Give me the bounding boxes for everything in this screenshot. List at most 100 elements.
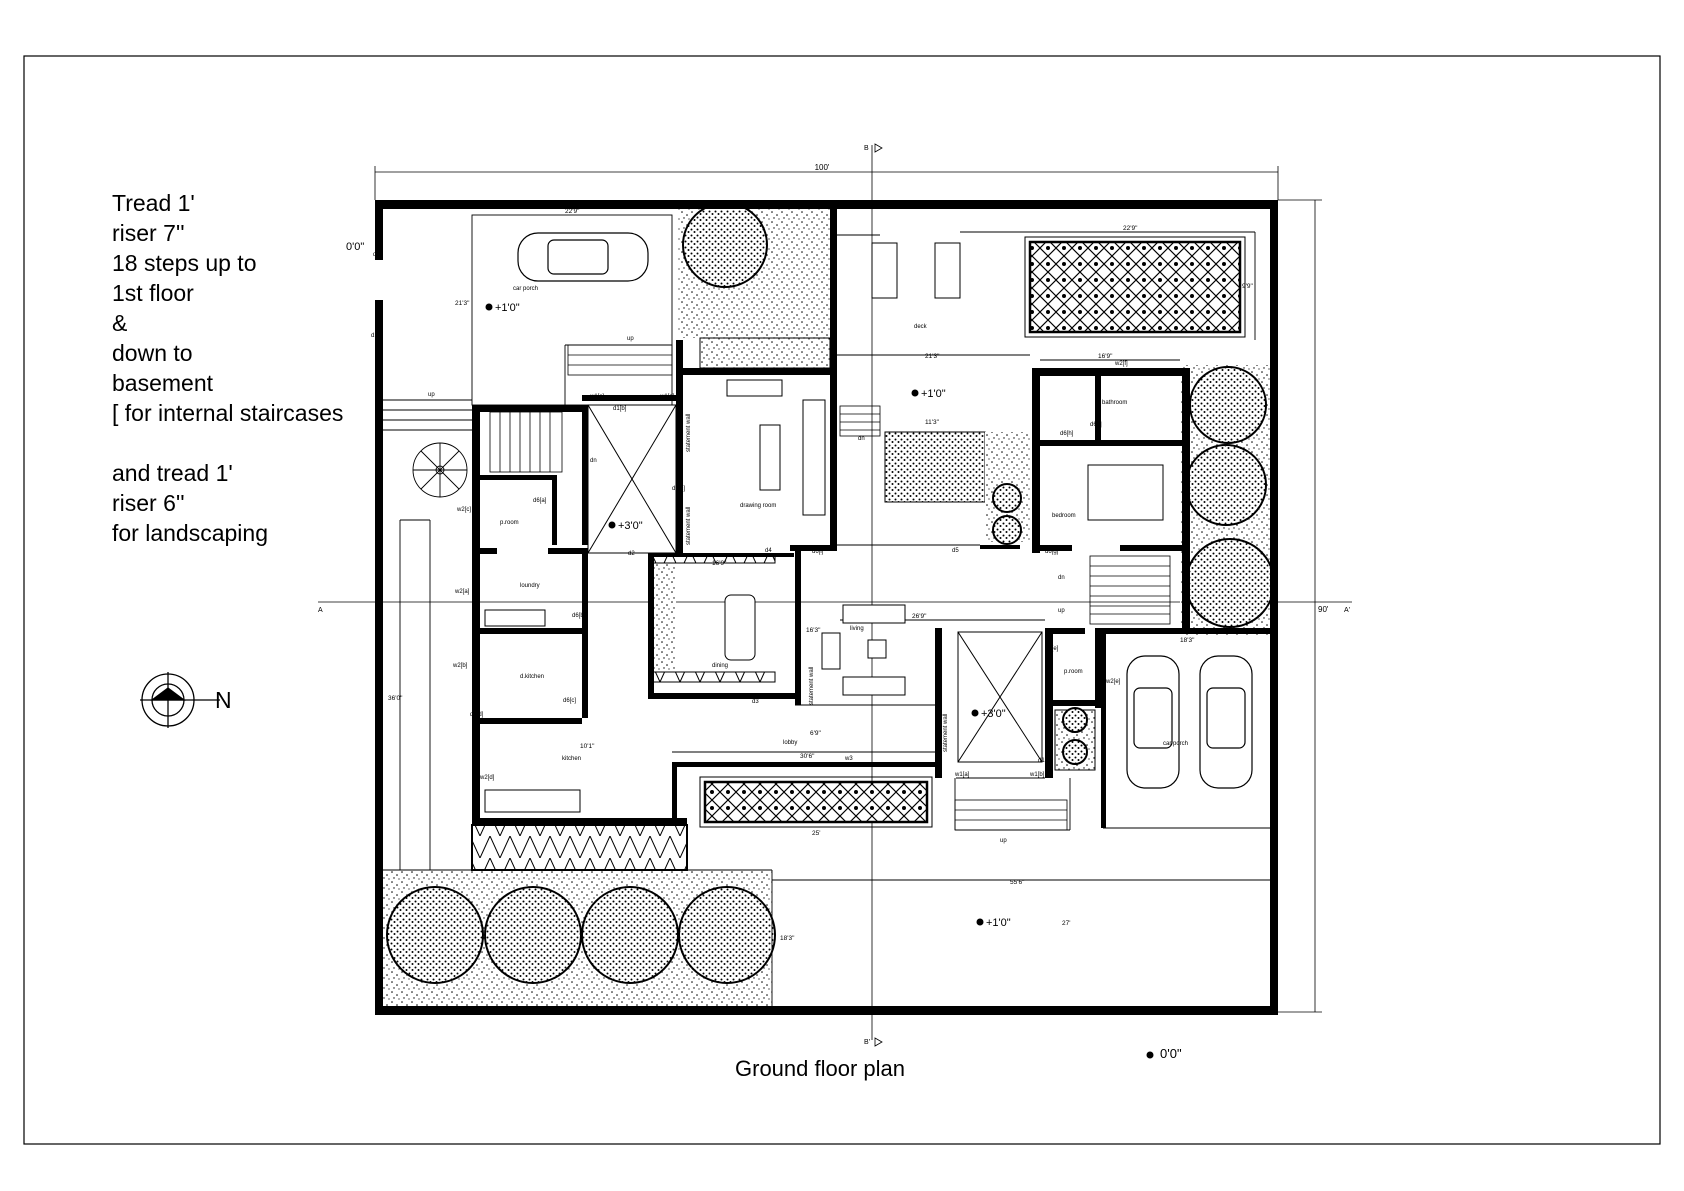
bed xyxy=(1087,464,1164,521)
tag-statement-wall: statement wall xyxy=(809,667,815,705)
stair-notes: Tread 1' riser 7'' 18 steps up to 1st fl… xyxy=(112,188,372,548)
dim-pond-w: 25' xyxy=(812,830,820,837)
tree-icon xyxy=(581,886,679,984)
dining-planter-bottom xyxy=(649,671,776,683)
lounger xyxy=(871,242,898,299)
room-powder-left: p.room xyxy=(500,520,519,526)
dim-overall-width: 100' xyxy=(815,163,830,172)
tag-labels: up up up up dn dn dn d1[a] d1[b] d1[c] d… xyxy=(371,252,1212,1014)
dining-table xyxy=(724,594,756,661)
tree-icon xyxy=(1189,366,1267,444)
level-markers xyxy=(485,303,1154,1059)
note-line: & xyxy=(112,310,128,336)
dim-court-w: 11'3" xyxy=(925,419,940,426)
overall-dimension-lines xyxy=(374,166,1322,1013)
note-line: 1st floor xyxy=(112,280,194,306)
shrub-icon xyxy=(1062,707,1088,733)
room-car-porch-top: car porch xyxy=(513,286,538,292)
level-marker-icon xyxy=(911,389,919,397)
dim-deck-w: 21'3" xyxy=(925,353,940,360)
sofa-drawing-top xyxy=(726,379,783,397)
dim-yard-w: 55'6" xyxy=(1010,879,1025,886)
north-label: N xyxy=(215,687,232,713)
shrub-icon xyxy=(992,483,1022,513)
walls xyxy=(375,200,1278,1015)
tag-d6i: d6[i] xyxy=(812,549,824,555)
dimension-labels: 22'9" 21'3" 22'9" 9'9" 21'3" 11'3" 16'9"… xyxy=(388,208,1253,942)
level-marker-icon xyxy=(971,709,979,717)
furniture xyxy=(484,242,1164,813)
tag-d5: d5 xyxy=(952,548,959,554)
tag-d6f: d6[f] xyxy=(1090,422,1102,428)
note-line xyxy=(112,428,372,458)
tag-w1a: w1[a] xyxy=(954,772,970,778)
laundry-counter xyxy=(484,609,546,627)
section-a-left: A xyxy=(318,607,323,614)
tag-w2b: w2[b] xyxy=(452,663,468,669)
room-drawing: drawing room xyxy=(740,503,776,509)
pool-edge xyxy=(1024,236,1246,338)
dim-yard-d: 27' xyxy=(1062,920,1070,927)
dim-lobby-w: 30'6" xyxy=(800,753,815,760)
tag-d1c: d1[c] xyxy=(672,486,685,492)
tag-w1d: w1[d] xyxy=(659,394,675,400)
kitchen-counter xyxy=(484,789,581,813)
note-line: down to xyxy=(112,340,193,366)
tag-up: up xyxy=(1000,838,1007,844)
tree-icon xyxy=(484,886,582,984)
note-line: basement xyxy=(112,370,214,396)
room-lobby: lobby xyxy=(783,740,797,746)
tree-icon xyxy=(678,886,776,984)
tag-d3: d3 xyxy=(752,699,759,705)
tag-dn: dn xyxy=(590,458,597,464)
stairs xyxy=(489,344,1171,831)
sofa-living-top xyxy=(842,604,906,624)
tag-d6c: d6[c] xyxy=(563,698,576,704)
note-line: riser 6'' xyxy=(112,490,185,516)
tag-up: up xyxy=(428,392,435,398)
tag-up: up xyxy=(627,336,634,342)
level-front-yard: +1'0" xyxy=(986,917,1011,929)
note-line: and tread 1' xyxy=(112,460,233,486)
dim-living-w: 26'9" xyxy=(912,613,927,620)
tree-icon xyxy=(386,886,484,984)
note-line: for landscaping xyxy=(112,520,268,546)
level-car-porch: +1'0" xyxy=(495,302,520,314)
lounger xyxy=(934,242,961,299)
datum-outside: 0'0" xyxy=(346,241,364,253)
trees xyxy=(386,202,1275,984)
room-powder-right: p.room xyxy=(1064,669,1083,675)
tag-up: up xyxy=(1058,608,1065,614)
dim-kitchen-d: 10'1" xyxy=(580,743,595,750)
room-bedroom: bedroom xyxy=(1052,513,1076,519)
sofa-living-left xyxy=(821,632,841,670)
zig-planter-strip xyxy=(471,824,688,871)
dim-overall-depth: 90' xyxy=(1318,605,1329,614)
room-dry-kitchen: d.kitchen xyxy=(520,674,544,680)
dim-dining-w: 16'9" xyxy=(712,560,727,567)
section-a-right: A' xyxy=(1344,607,1350,614)
north-arrow-icon xyxy=(140,672,220,728)
tag-dn: dn xyxy=(858,436,865,442)
drawing-title: Ground floor plan xyxy=(735,1056,905,1081)
dim-pool-d: 9'9" xyxy=(1242,283,1253,290)
room-car-porch-right: car porch xyxy=(1163,741,1188,747)
level-marker-icon xyxy=(976,918,984,926)
tag-d6b: d6[b] xyxy=(572,613,586,619)
tag-w1c: w1[c] xyxy=(589,394,604,400)
tag-d4: d4 xyxy=(765,548,772,554)
section-arrow-bottom xyxy=(874,1037,883,1047)
note-line: 18 steps up to xyxy=(112,250,257,276)
dim-porch-w: 22'9" xyxy=(565,208,580,215)
sofa-drawing-right xyxy=(802,399,826,516)
level-deck-court: +1'0" xyxy=(921,388,946,400)
dim-porch-d: 21'3" xyxy=(455,300,470,307)
cars xyxy=(517,232,1253,789)
tag-statement-wall: statement wall xyxy=(943,714,949,752)
note-line: riser 7'' xyxy=(112,220,185,246)
car-icon xyxy=(1199,655,1253,789)
tag-d6g: d6[g] xyxy=(1045,549,1059,555)
sofa-living-bottom xyxy=(842,676,906,696)
reflecting-pond xyxy=(703,780,929,824)
coffee-table-drawing xyxy=(759,424,781,491)
